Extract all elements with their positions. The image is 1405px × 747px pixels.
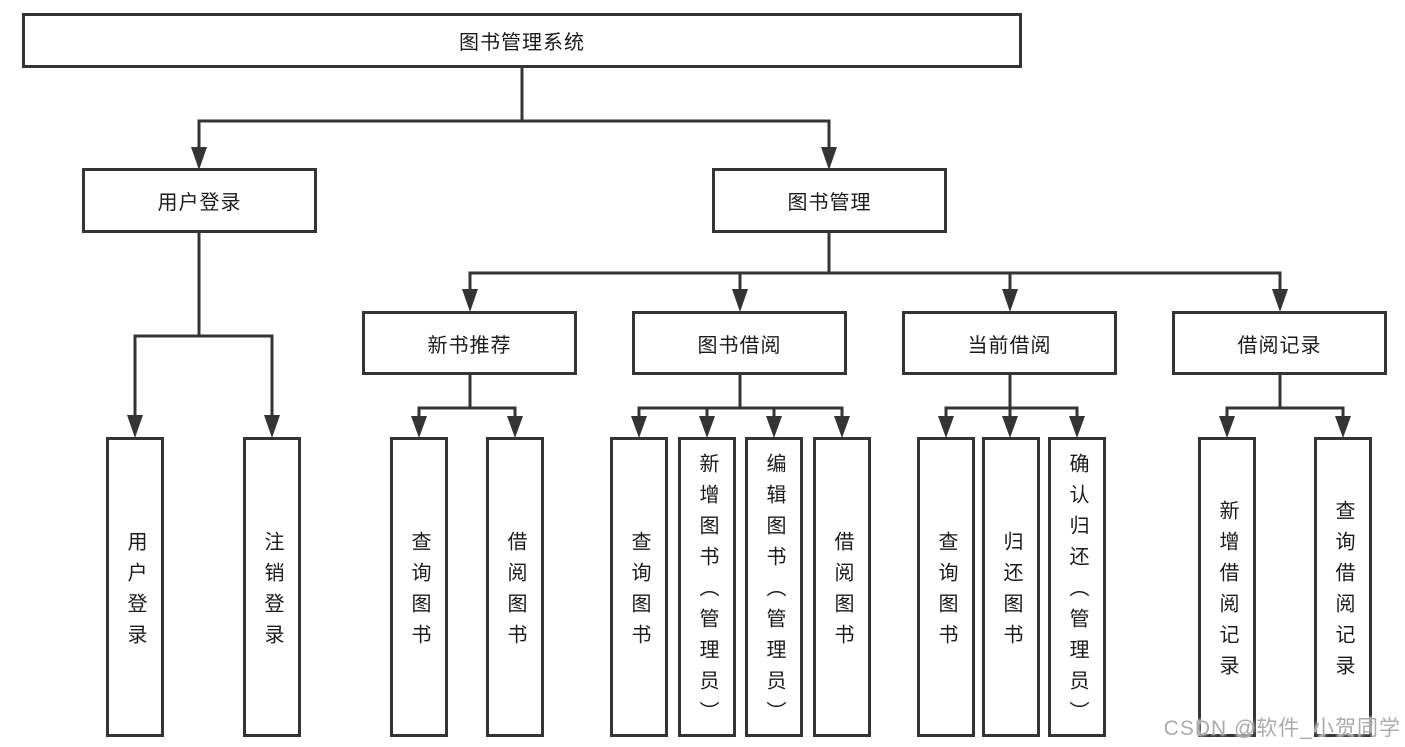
node-root: 图书管理系统 <box>22 13 1022 68</box>
leaf-borrow-edit-books-admin: 编辑图书（管理员） <box>745 437 803 737</box>
node-label: 注销登录 <box>261 530 283 655</box>
csdn-watermark: CSDN @软件_小贺同学 <box>1163 717 1401 740</box>
node-label: 借阅记录 <box>1237 334 1322 357</box>
node-label: 用户登录 <box>157 192 242 214</box>
node-user-login: 用户登录 <box>82 168 317 233</box>
leaf-borrow-query-books: 查询图书 <box>610 437 668 737</box>
node-label: 查询图书 <box>935 530 957 655</box>
node-book-borrow: 图书借阅 <box>632 311 847 375</box>
leaf-records-query-record: 查询借阅记录 <box>1314 437 1372 737</box>
node-borrow-records: 借阅记录 <box>1172 311 1387 375</box>
leaf-recommend-query-books: 查询图书 <box>390 437 448 737</box>
node-label: 新增图书（管理员） <box>696 453 718 732</box>
node-label: 图书管理 <box>787 192 872 214</box>
leaf-borrow-borrow-books: 借阅图书 <box>813 437 871 737</box>
node-label: 归还图书 <box>1000 530 1022 655</box>
node-label: 借阅图书 <box>504 530 526 655</box>
node-book-management: 图书管理 <box>712 168 947 233</box>
leaf-user-login: 用户登录 <box>106 437 164 737</box>
leaf-recommend-borrow-books: 借阅图书 <box>486 437 544 737</box>
node-label: 当前借阅 <box>967 334 1052 357</box>
node-label: 查询借阅记录 <box>1332 499 1354 686</box>
leaf-current-return-books: 归还图书 <box>982 437 1040 737</box>
leaf-current-confirm-return-admin: 确认归还（管理员） <box>1048 437 1106 737</box>
node-label: 新增借阅记录 <box>1216 499 1238 686</box>
node-label: 新书推荐 <box>427 334 512 357</box>
node-label: 图书管理系统 <box>459 32 585 54</box>
node-label: 查询图书 <box>408 530 430 655</box>
node-new-book-recommend: 新书推荐 <box>362 311 577 375</box>
leaf-logout: 注销登录 <box>243 437 301 737</box>
node-label: 用户登录 <box>124 530 146 655</box>
node-label: 查询图书 <box>628 530 650 655</box>
leaf-current-query-books: 查询图书 <box>917 437 975 737</box>
node-label: 图书借阅 <box>697 334 782 357</box>
leaf-records-add-record: 新增借阅记录 <box>1198 437 1256 737</box>
leaf-borrow-add-books-admin: 新增图书（管理员） <box>678 437 736 737</box>
node-current-borrow: 当前借阅 <box>902 311 1117 375</box>
node-label: 编辑图书（管理员） <box>763 453 785 732</box>
node-label: 确认归还（管理员） <box>1066 453 1088 732</box>
node-label: 借阅图书 <box>831 530 853 655</box>
